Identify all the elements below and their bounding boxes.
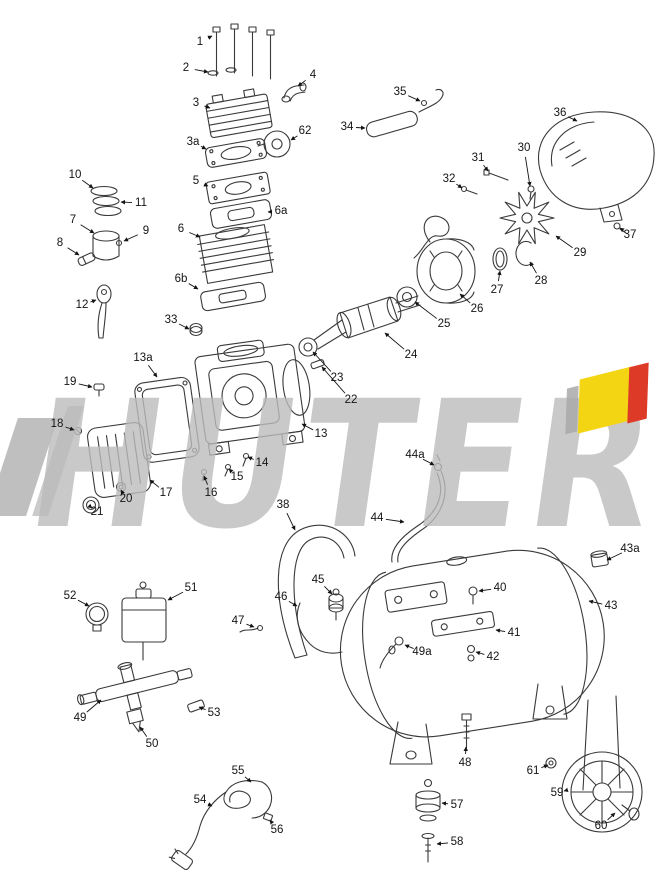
part-screw-18: [73, 426, 83, 436]
part-air-filter: [257, 130, 291, 158]
part-tank: [339, 547, 605, 739]
part-screw-32: [460, 185, 478, 195]
part-nut-33: [189, 322, 203, 337]
part-rotor: [313, 295, 421, 350]
part-fan: [499, 191, 555, 245]
part-pressure-gauge: [85, 602, 109, 632]
part-crankcase-cover: [87, 422, 151, 498]
part-cover-screws: [200, 452, 250, 482]
part-piston: [92, 230, 123, 261]
part-fan-shroud: [538, 111, 655, 223]
part-piston-rings: [90, 185, 122, 217]
part-head-gasket: [204, 138, 268, 168]
part-bearing-25: [396, 286, 418, 308]
part-motor-wiring: [413, 215, 450, 259]
part-pressure-switch: [121, 581, 167, 661]
part-oil-cap: [82, 496, 100, 514]
part-screw-40: [468, 586, 478, 605]
part-wheel: [561, 751, 643, 833]
part-screw-31: [483, 169, 509, 181]
part-handle: [277, 524, 356, 659]
part-mounting-plate: [431, 610, 495, 637]
part-oil-plug: [115, 481, 127, 493]
part-manifold: [76, 662, 193, 711]
part-wheel-bracket: [582, 695, 621, 791]
part-cap-43a: [590, 550, 609, 568]
part-hose: [391, 470, 446, 563]
part-elbow-49a: [379, 636, 404, 669]
part-cylinder: [197, 224, 275, 284]
part-head-bolts: [207, 23, 275, 80]
part-breather-pipe: [365, 88, 444, 138]
part-fitting-53: [187, 699, 205, 713]
part-washer-61: [545, 757, 557, 769]
part-ring-27: [492, 247, 508, 271]
part-dipstick: [96, 284, 112, 339]
part-tube-46: [296, 602, 343, 654]
part-damper-foot: [415, 778, 441, 822]
part-crankcase: [194, 339, 311, 456]
part-bolt-58: [421, 832, 435, 863]
part-bearing-23: [298, 337, 318, 357]
part-stator: [416, 238, 476, 304]
part-bolt-48: [461, 713, 472, 749]
part-tank-feet: [389, 683, 568, 765]
part-cylinder-gasket-bottom: [200, 281, 267, 312]
part-shaft-key: [310, 359, 325, 370]
part-crankcase-gasket: [134, 376, 200, 463]
part-intake-elbow: [281, 82, 307, 103]
part-screw-37: [613, 222, 627, 234]
part-axle-bolt: [621, 804, 640, 821]
part-washer-42: [466, 644, 476, 662]
part-circlip: [515, 240, 533, 266]
part-breather-plug: [93, 383, 105, 397]
part-safety-valve: [126, 708, 144, 733]
part-piston-pin: [77, 252, 96, 266]
part-tube-47: [239, 624, 264, 633]
part-hose-fitting: [433, 454, 443, 472]
part-cylinder-head: [205, 88, 273, 139]
part-pump-plate: [384, 581, 448, 613]
part-power-cord: [168, 779, 274, 871]
part-fan-bolt: [527, 185, 535, 200]
part-check-valve: [328, 588, 344, 621]
part-cylinder-gasket-top: [209, 199, 273, 229]
part-valve-plate: [205, 171, 271, 205]
